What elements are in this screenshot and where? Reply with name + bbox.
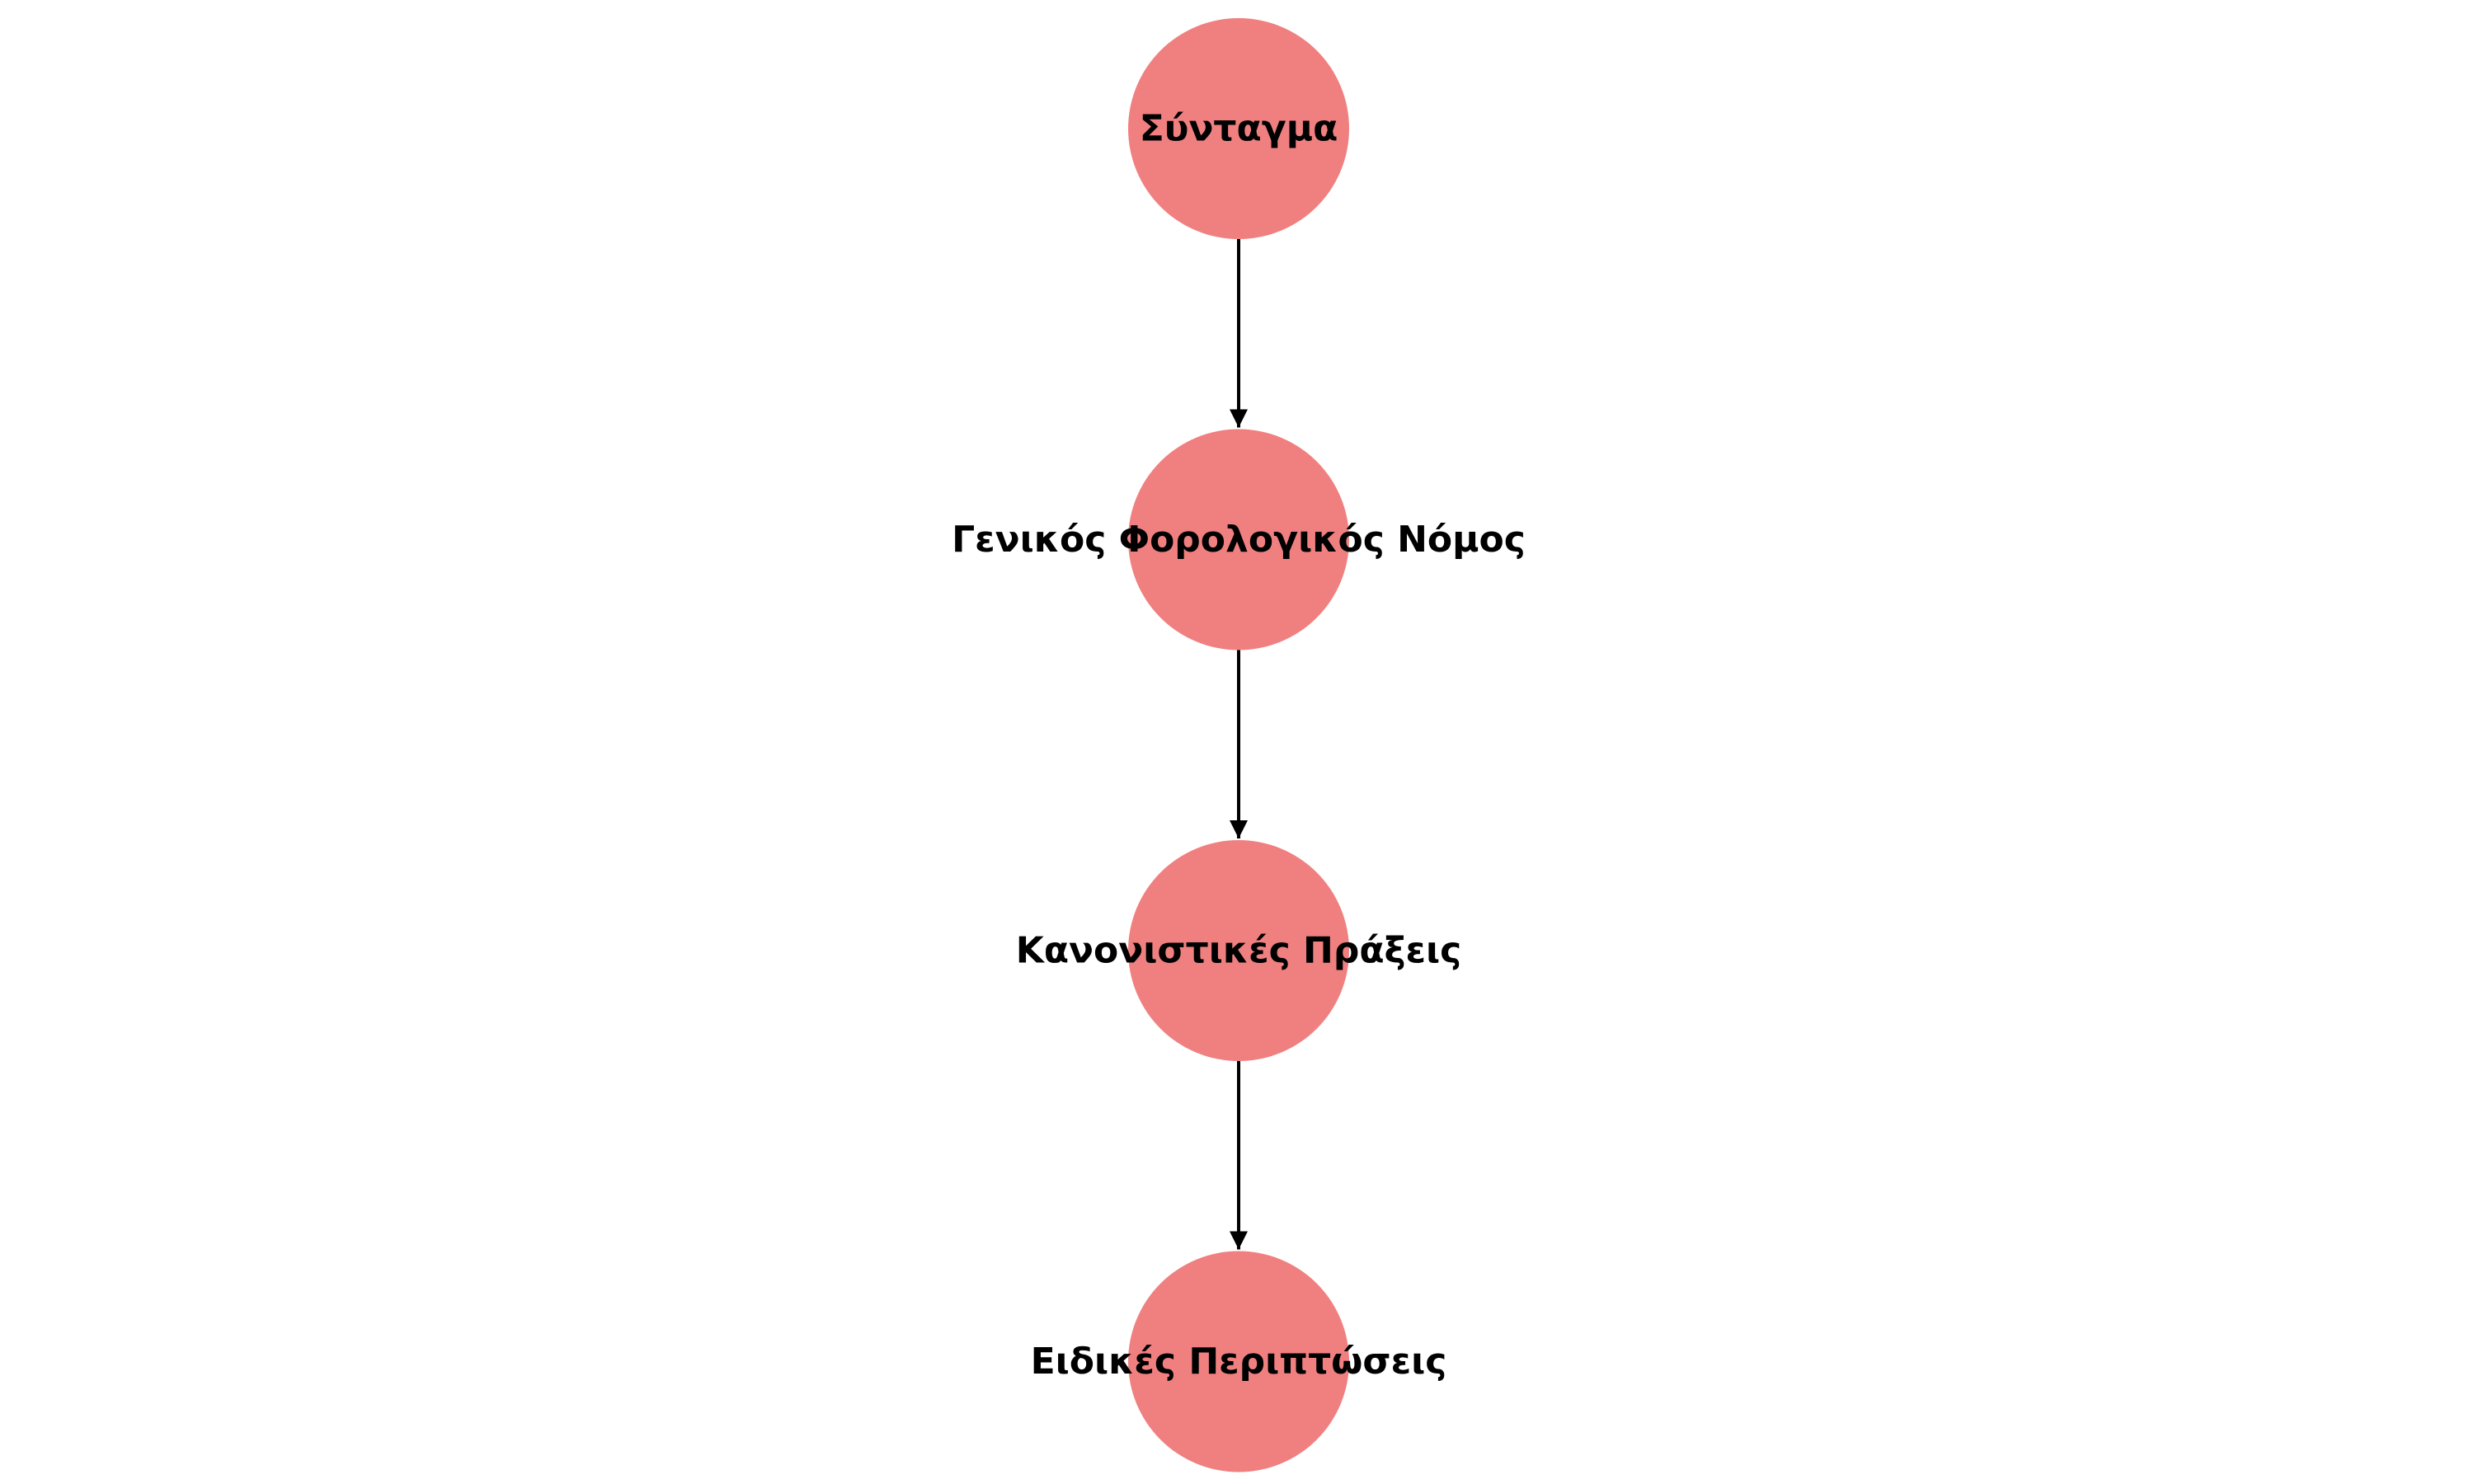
node-circle bbox=[1128, 429, 1349, 650]
node-3: Κανονιστικές Πράξεις bbox=[1016, 840, 1462, 1061]
node-label: Κανονιστικές Πράξεις bbox=[1016, 930, 1462, 972]
node-1: Σύνταγμα bbox=[1128, 18, 1349, 239]
node-circle bbox=[1128, 1251, 1349, 1472]
node-label: Σύνταγμα bbox=[1140, 108, 1338, 150]
node-4: Ειδικές Περιπτώσεις bbox=[1031, 1251, 1447, 1472]
node-label: Ειδικές Περιπτώσεις bbox=[1031, 1341, 1447, 1383]
node-circle bbox=[1128, 18, 1349, 239]
node-circle bbox=[1128, 840, 1349, 1061]
node-label: Γενικός Φορολογικός Νόμος bbox=[952, 519, 1526, 561]
node-2: Γενικός Φορολογικός Νόμος bbox=[952, 429, 1526, 650]
